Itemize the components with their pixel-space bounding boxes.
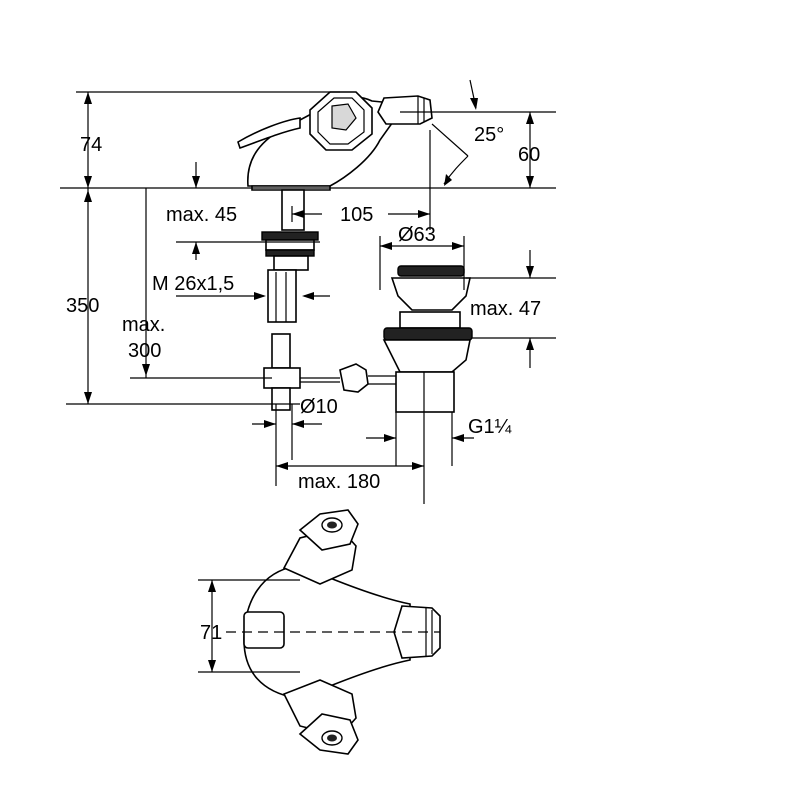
label-dia-63: Ø63 [398, 224, 436, 246]
label-max: max. [122, 314, 165, 336]
faucet-side-view [237, 91, 433, 191]
label-max-180: max. 180 [298, 471, 380, 493]
label-350: 350 [66, 295, 99, 317]
label-74: 74 [80, 134, 102, 156]
label-thread-m26: M 26x1,5 [152, 273, 234, 295]
label-300: 300 [128, 340, 161, 362]
dimension-lines [60, 79, 556, 504]
label-max-45: max. 45 [166, 204, 237, 226]
label-dia-10: Ø10 [300, 396, 338, 418]
label-angle-25: 25° [474, 124, 504, 146]
faucet-shank [261, 189, 340, 411]
label-105: 105 [340, 204, 373, 226]
faucet-top-view [226, 509, 441, 755]
dimension-labels: 74 60 25° max. 45 105 Ø63 M 26x1,5 350 m… [66, 124, 541, 644]
label-71: 71 [200, 622, 222, 644]
popup-waste [339, 265, 473, 413]
label-max-47: max. 47 [470, 298, 541, 320]
label-60: 60 [518, 144, 540, 166]
top-view-dimension [198, 579, 300, 673]
label-g-1-1-4: G1¼ [468, 416, 512, 438]
